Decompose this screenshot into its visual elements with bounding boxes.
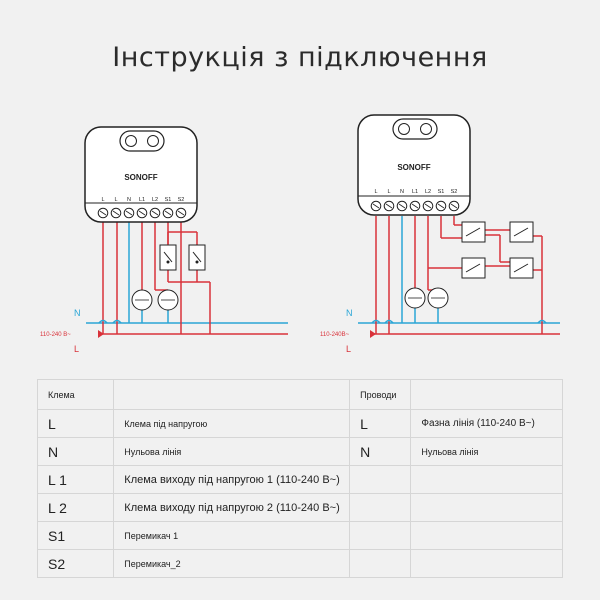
- right-terminal-label: L2: [425, 189, 431, 195]
- left-terminal-label: L: [114, 197, 117, 203]
- wire-cell: [349, 521, 412, 550]
- wire-desc-cell: Нульова лінія: [410, 437, 563, 466]
- description-cell: Перемикач_2: [113, 549, 351, 578]
- description-cell: Нульова лінія: [113, 437, 351, 466]
- table-row: L Клема під напругою L Фазна лінія (110-…: [36, 409, 563, 438]
- table-row: N Нульова лінія N Нульова лінія: [36, 437, 563, 466]
- terminal-cell: L 1: [36, 465, 115, 494]
- header-terminal: Клема: [36, 379, 115, 410]
- table-row: L 2 Клема виходу під напругою 2 (110-240…: [36, 493, 563, 522]
- wire-desc-cell: [410, 493, 563, 522]
- wire-desc-cell: Фазна лінія (110-240 В~): [410, 409, 563, 438]
- page-title: Інструкція з підключення: [112, 42, 488, 73]
- right-terminal-label: L1: [412, 189, 418, 195]
- left-brand-logo: SONOFF: [124, 173, 157, 182]
- wire-cell: [349, 465, 412, 494]
- left-l-label: L: [74, 344, 79, 354]
- wire-cell: [349, 493, 412, 522]
- left-terminal-label: N: [127, 197, 131, 203]
- right-terminal-label: S1: [438, 189, 445, 195]
- description-cell: Перемикач 1: [113, 521, 351, 550]
- wire-cell: [349, 549, 412, 578]
- terminal-cell: L 2: [36, 493, 115, 522]
- terminal-cell: S1: [36, 521, 115, 550]
- terminal-cell: L: [36, 409, 115, 438]
- left-terminal-label: L1: [139, 197, 145, 203]
- right-terminal-label: L: [374, 189, 377, 195]
- table-row: L 1 Клема виходу під напругою 1 (110-240…: [36, 465, 563, 494]
- right-brand-logo: SONOFF: [397, 163, 430, 172]
- right-l-label: L: [346, 344, 351, 354]
- terminal-cell: N: [36, 437, 115, 466]
- table-header-row: Клема Проводи: [36, 379, 563, 410]
- table-row: S2 Перемикач_2: [36, 549, 563, 578]
- right-terminal-label: L: [387, 189, 390, 195]
- left-arrow-icon: [98, 330, 104, 338]
- right-n-label: N: [346, 308, 353, 318]
- header-blank-2: [410, 379, 563, 410]
- table-row: S1 Перемикач 1: [36, 521, 563, 550]
- description-cell: Клема виходу під напругою 1 (110-240 В~): [113, 465, 351, 494]
- wire-cell: L: [349, 409, 412, 438]
- right-terminal-label: S2: [451, 189, 458, 195]
- wire-desc-cell: [410, 549, 563, 578]
- header-wires: Проводи: [349, 379, 412, 410]
- left-terminal-label: S1: [165, 197, 172, 203]
- left-device: L L N L1 L2 S1 S2: [84, 126, 198, 223]
- right-wiring: [358, 216, 560, 338]
- left-terminal-label: S2: [178, 197, 185, 203]
- left-terminal-label: L2: [152, 197, 158, 203]
- description-cell: Клема виходу під напругою 2 (110-240 В~): [113, 493, 351, 522]
- right-arrow-icon: [370, 330, 376, 338]
- wire-desc-cell: [410, 465, 563, 494]
- left-voltage-label: 110-240 В~: [40, 332, 71, 338]
- terminal-table: Клема Проводи L Клема під напругою L Фаз…: [36, 379, 563, 578]
- left-n-label: N: [74, 308, 81, 318]
- left-wiring: [86, 222, 288, 338]
- terminal-cell: S2: [36, 549, 115, 578]
- header-blank: [113, 379, 351, 410]
- right-device: L L N L1 L2 S1 S2: [357, 114, 471, 216]
- left-terminal-label: L: [101, 197, 104, 203]
- right-voltage-label: 110-240В~: [320, 332, 350, 338]
- wire-desc-cell: [410, 521, 563, 550]
- description-cell: Клема під напругою: [113, 409, 351, 438]
- right-terminal-label: N: [400, 189, 404, 195]
- wire-cell: N: [349, 437, 412, 466]
